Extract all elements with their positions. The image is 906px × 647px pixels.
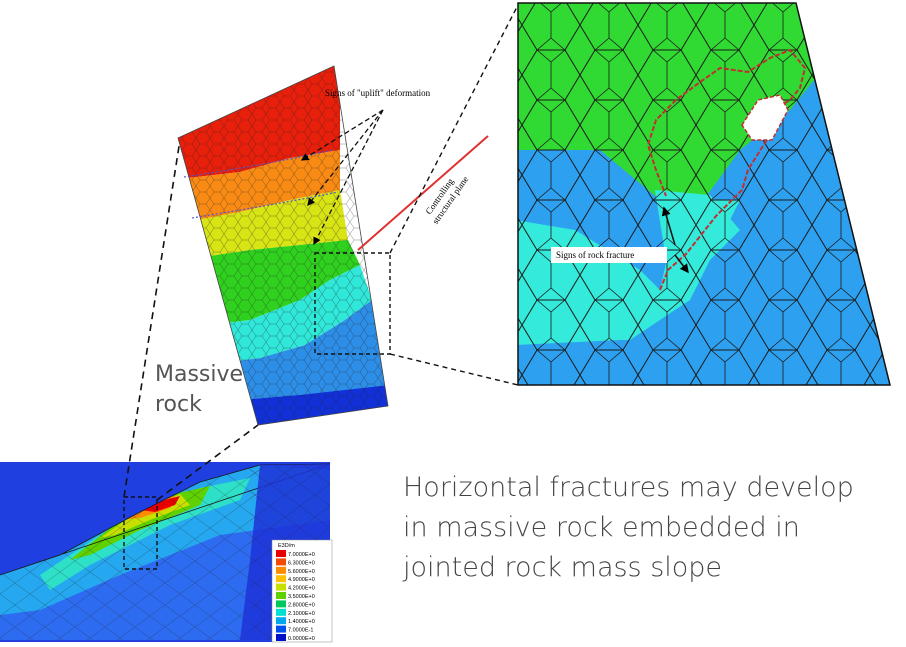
- uplift-arrows: [300, 109, 384, 246]
- legend-title: E3D/m: [278, 543, 295, 549]
- caption-line-3: jointed rock mass slope: [403, 552, 723, 583]
- slope-selection-box: [123, 496, 158, 570]
- caption-line-1: Horizontal fractures may develop: [403, 472, 854, 503]
- legend-swatch: [276, 550, 286, 557]
- legend-label: 7.0000E+0: [288, 552, 315, 558]
- legend-label: 7.0000E-1: [288, 628, 313, 634]
- legend-swatch: [276, 600, 286, 608]
- legend-swatch: [276, 558, 286, 566]
- leader-line-left: [123, 139, 181, 498]
- legend-swatch: [276, 617, 286, 625]
- legend-label: 5.6000E+0: [288, 569, 315, 575]
- legend-swatch: [276, 634, 286, 641]
- legend-swatch: [276, 625, 286, 633]
- legend-label: 1.4000E+0: [288, 619, 315, 625]
- legend-label: 2.8000E+0: [288, 602, 315, 608]
- legend-label: 2.1000E+0: [288, 611, 315, 617]
- figure-caption: Horizontal fractures may develop in mass…: [403, 468, 873, 588]
- zoomed-detail-panel: Signs of rock fracture: [517, 2, 891, 386]
- legend-label: 6.3000E+0: [288, 560, 315, 566]
- legend-label: 4.9000E+0: [288, 577, 315, 583]
- zoom-leader-top: [389, 4, 519, 254]
- legend-label: 3.5000E+0: [288, 594, 315, 600]
- structural-plane-label: Controlling structural plane: [423, 174, 470, 225]
- rock-fracture-label: Signs of rock fracture: [556, 250, 634, 260]
- legend-label: 0.0000E+0: [288, 636, 315, 642]
- legend-label: 4.2000E+0: [288, 586, 315, 592]
- legend-swatch: [276, 566, 286, 574]
- legend-swatch: [276, 608, 286, 616]
- caption-line-2: in massive rock embedded in: [403, 512, 800, 543]
- rock-fracture-label-bg: [551, 247, 667, 263]
- contour-legend: E3D/m 7.0000E+0 6.3000E+0 5.6000E+0 4.9000E…: [271, 539, 333, 643]
- legend-swatch: [276, 583, 286, 591]
- legend-swatch: [276, 575, 286, 583]
- legend-swatch: [276, 592, 286, 599]
- leader-line-right: [156, 424, 259, 501]
- zoom-leader-bottom: [389, 353, 519, 386]
- block-selection-box: [314, 252, 391, 355]
- structural-plane-line: [357, 135, 489, 251]
- massive-rock-label: Massive rock: [155, 362, 244, 417]
- fracture-path: [646, 48, 807, 291]
- uplift-label: Signs of "uplift" deformation: [325, 88, 431, 98]
